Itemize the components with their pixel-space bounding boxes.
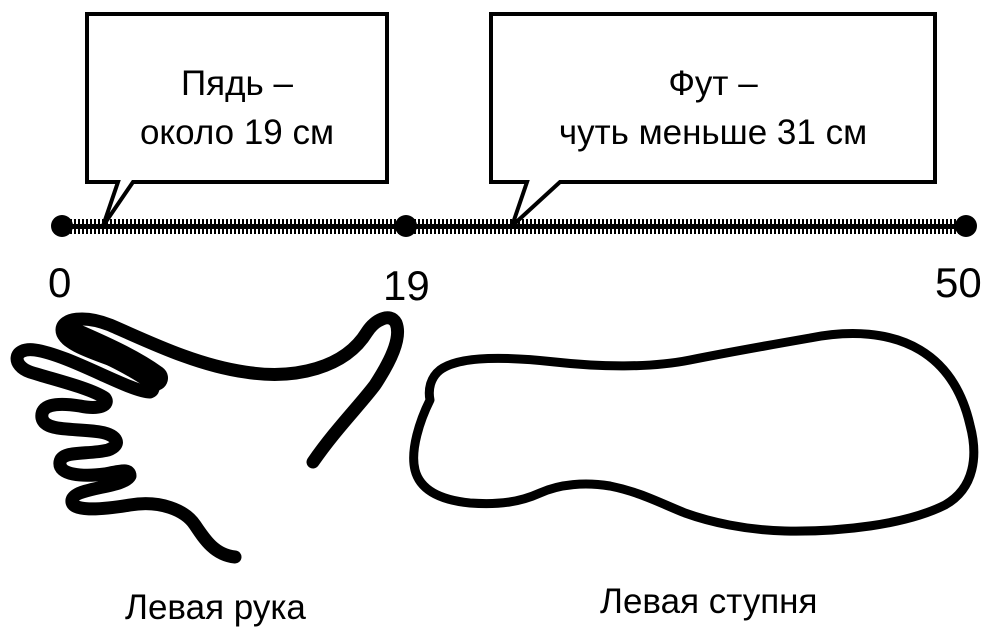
scale-label-19: 19	[383, 265, 430, 307]
hand-outline-icon	[17, 318, 398, 557]
scale-label-50: 50	[935, 262, 982, 304]
span-callout-value: около 19 см	[87, 115, 387, 150]
foot-caption: Левая ступня	[600, 584, 817, 619]
scale-point-19	[395, 215, 417, 237]
foot-callout-value: чуть меньше 31 см	[491, 115, 935, 150]
scale-point-0	[51, 215, 73, 237]
span-callout-title: Пядь –	[87, 66, 387, 101]
scale-label-0: 0	[48, 262, 71, 304]
hand-caption: Левая рука	[125, 590, 306, 625]
foot-outline-icon	[414, 334, 974, 532]
scale-point-50	[955, 215, 977, 237]
measuring-tape	[62, 219, 966, 234]
tape-ticks	[70, 219, 960, 234]
foot-callout-title: Фут –	[491, 66, 935, 101]
